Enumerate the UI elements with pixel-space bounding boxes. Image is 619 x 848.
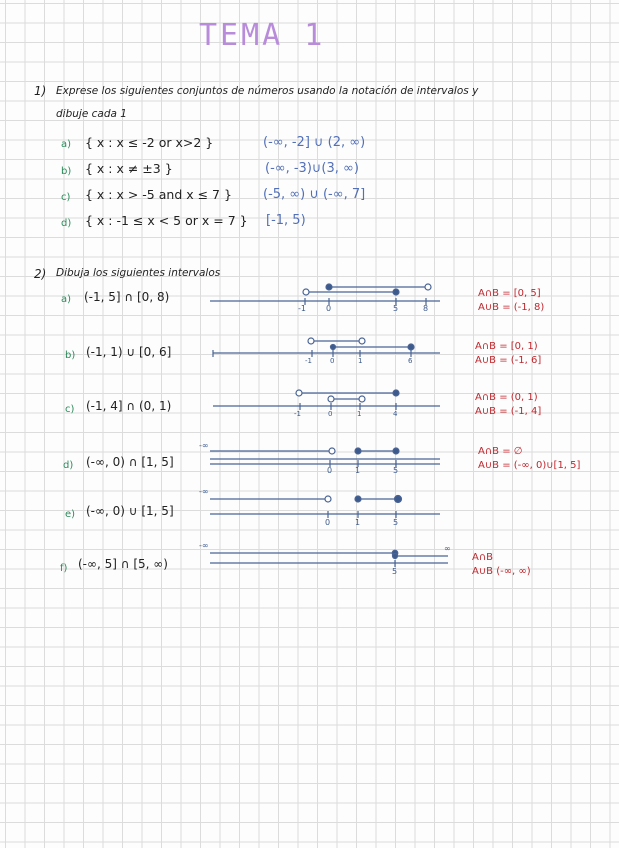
note-intersection: A∩B = [0, 5]	[478, 288, 541, 299]
endpoint-closed	[392, 447, 400, 455]
q1a-set: { x : x ≤ -2 or x>2 }	[85, 135, 214, 150]
tick-label: 5	[392, 567, 398, 576]
tick-label: -1	[298, 304, 306, 313]
number-line-e	[210, 494, 440, 518]
note-union: A∪B (-∞, ∞)	[472, 566, 531, 577]
endpoint-closed	[325, 283, 333, 291]
tick-label: 0	[327, 466, 333, 475]
endpoint-closed	[393, 494, 403, 504]
q2e-label: e)	[65, 509, 76, 520]
q2-prompt: Dibuja los siguientes intervalos	[56, 267, 221, 279]
endpoint-closed	[392, 288, 400, 296]
tick-label: 6	[408, 357, 413, 365]
q1-prompt-line1: Exprese los siguientes conjuntos de núme…	[56, 85, 479, 97]
q2d-label: d)	[63, 460, 74, 471]
note-union: A∪B = (-∞, 0)∪[1, 5]	[478, 460, 581, 471]
endpoint-open	[424, 283, 432, 291]
q2c-label: c)	[65, 404, 75, 415]
tick-label: 1	[355, 466, 361, 475]
q1c-label: c)	[61, 192, 71, 203]
endpoint-closed	[407, 343, 415, 351]
tick-label: 8	[423, 304, 429, 313]
endpoint-open	[295, 389, 303, 397]
tick-label: 4	[393, 410, 398, 418]
q1b-set: { x : x ≠ ±3 }	[85, 161, 173, 176]
endpoint-open	[358, 395, 366, 403]
note-intersection: A∩B = [0, 1)	[475, 341, 538, 352]
endpoint-closed	[329, 343, 337, 351]
q1d-answer: [-1, 5)	[266, 213, 306, 228]
q1d-label: d)	[61, 218, 72, 229]
endpoint-closed	[354, 447, 362, 455]
q2b-label: b)	[65, 350, 76, 361]
q2f-expr: (-∞, 5] ∩ [5, ∞)	[78, 557, 168, 571]
note-union: A∪B = (-1, 8)	[478, 302, 545, 313]
q1-number: 1)	[34, 84, 47, 98]
q2a-expr: (-1, 5] ∩ [0, 8)	[84, 290, 170, 304]
q1a-label: a)	[61, 139, 72, 150]
endpoint-closed	[391, 552, 399, 560]
tick-label: 1	[358, 357, 363, 365]
tick-label: -1	[294, 410, 301, 418]
tick-label: 5	[393, 518, 399, 527]
note-intersection: A∩B = (0, 1)	[475, 392, 538, 403]
tick-label: 5	[393, 304, 399, 313]
tick-label: 1	[355, 518, 361, 527]
note-union: A∪B = (-1, 4]	[475, 406, 542, 417]
q2a-label: a)	[61, 294, 72, 305]
tick-label: 0	[326, 304, 332, 313]
q2e-expr: (-∞, 0) ∪ [1, 5]	[86, 504, 174, 518]
endpoint-open	[328, 447, 336, 455]
q1b-label: b)	[61, 166, 72, 177]
endpoint-open	[324, 495, 332, 503]
q2f-label: f)	[60, 563, 68, 574]
infinity-label: ∞	[444, 544, 451, 553]
tick-label: 5	[393, 466, 399, 475]
number-line-f	[210, 549, 448, 567]
q1-prompt-line2: dibuje cada 1	[56, 108, 127, 120]
page-title: TEMA 1	[199, 18, 326, 53]
q1c-answer: (-5, ∞) ∪ (-∞, 7]	[263, 187, 366, 202]
infinity-label: -∞	[199, 441, 209, 450]
endpoint-closed	[354, 495, 362, 503]
tick-label: 0	[325, 518, 331, 527]
q2-number: 2)	[34, 267, 47, 281]
endpoint-open	[307, 337, 315, 345]
number-line-a	[210, 283, 440, 305]
q2b-expr: (-1, 1) ∪ [0, 6]	[86, 345, 172, 359]
q1a-answer: (-∞, -2] ∪ (2, ∞)	[263, 135, 366, 150]
endpoint-open	[327, 395, 335, 403]
infinity-label: -∞	[199, 541, 209, 550]
q2c-expr: (-1, 4] ∩ (0, 1)	[86, 399, 172, 413]
infinity-label: -∞	[199, 487, 209, 496]
number-line-b	[212, 337, 440, 357]
q2d-expr: (-∞, 0) ∩ [1, 5]	[86, 455, 174, 469]
q1c-set: { x : x > -5 and x ≤ 7 }	[85, 187, 232, 202]
tick-label: 0	[328, 410, 333, 418]
tick-label: 1	[357, 410, 362, 418]
endpoint-closed	[392, 389, 400, 397]
number-line-d	[210, 447, 440, 467]
note-intersection: A∩B = ∅	[478, 446, 523, 457]
q1b-answer: (-∞, -3)∪(3, ∞)	[265, 161, 359, 176]
q1d-set: { x : -1 ≤ x < 5 or x = 7 }	[85, 213, 248, 228]
tick-label: -1	[305, 357, 312, 365]
note-intersection: A∩B	[472, 552, 494, 563]
tick-label: 0	[330, 357, 335, 365]
endpoint-open	[358, 337, 366, 345]
number-line-c	[213, 389, 440, 410]
note-union: A∪B = (-1, 6]	[475, 355, 542, 366]
endpoint-open	[302, 288, 310, 296]
